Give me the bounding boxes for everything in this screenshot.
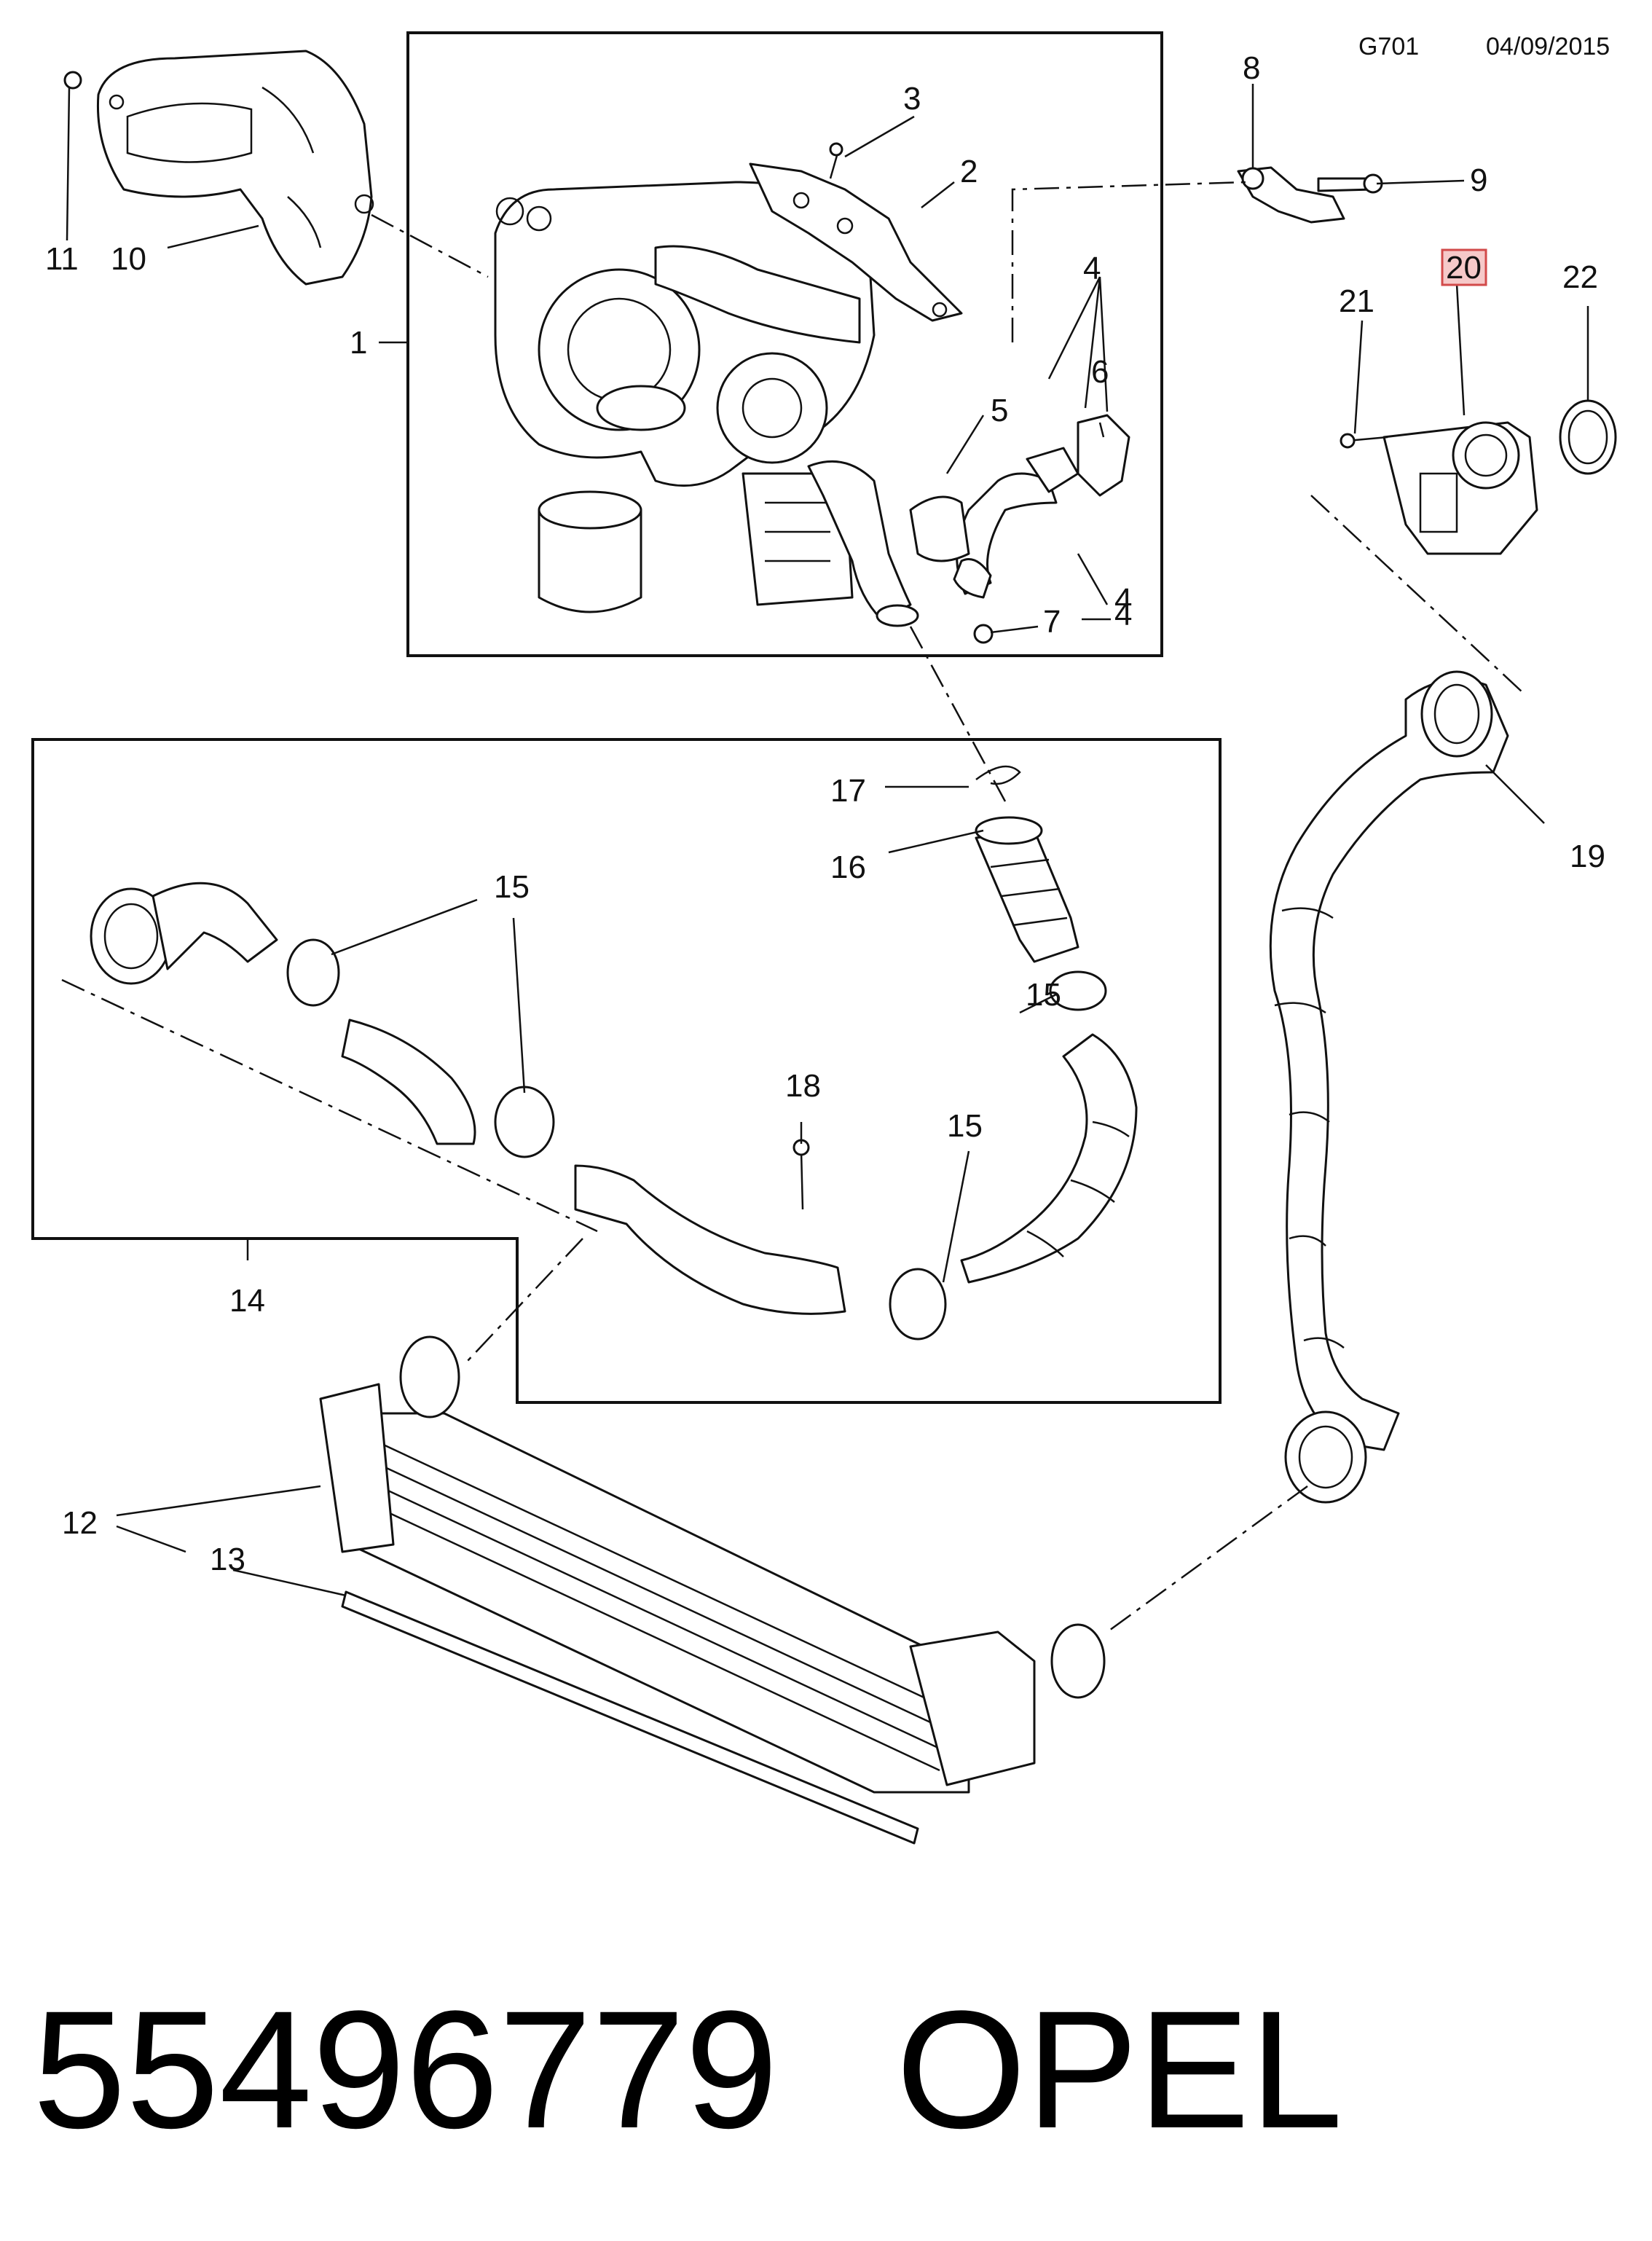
throttle-body-part (1340, 399, 1617, 555)
coupling-part-16-17-18 (792, 765, 1079, 1210)
hose-assembly-part-14 (90, 882, 1138, 1341)
callout-17: 17 (830, 773, 866, 809)
callout-15-top: 15 (1026, 977, 1061, 1013)
callout-7: 7 (1043, 604, 1061, 640)
callout-20-highlight (1441, 248, 1487, 286)
turbo-outlet-pipe-part (807, 460, 919, 627)
bracket-part-2 (749, 142, 963, 322)
hose-part-19 (1269, 670, 1509, 1504)
callout-6: 6 (1091, 354, 1109, 390)
callout-18: 18 (785, 1068, 821, 1104)
callout-13: 13 (210, 1542, 245, 1577)
diagram-date: 04/09/2015 (1486, 33, 1610, 60)
callout-15-right: 15 (947, 1108, 983, 1144)
callout-8: 8 (1243, 50, 1260, 86)
callout-12: 12 (62, 1505, 98, 1541)
assembly-lines (61, 181, 1523, 1633)
callout-21: 21 (1339, 283, 1374, 319)
intercooler-part-12 (319, 1335, 1106, 1845)
callout-1: 1 (350, 325, 367, 361)
bracket-part-8-9 (1237, 166, 1383, 224)
callout-4-bottom: 4 (1114, 597, 1132, 632)
part-number: 55496779 (33, 1976, 778, 2163)
callout-3: 3 (903, 81, 921, 117)
turbocharger-part (494, 181, 876, 613)
callout-14: 14 (229, 1283, 265, 1319)
callout-9: 9 (1470, 162, 1487, 198)
diagram-code: G701 (1358, 33, 1419, 60)
bolt-part-11 (63, 71, 82, 241)
heat-shield-part (96, 50, 374, 286)
leader-lines (116, 84, 1589, 1597)
callout-5: 5 (991, 393, 1008, 428)
callout-10: 10 (111, 241, 146, 277)
callout-22: 22 (1562, 259, 1598, 295)
brand-name: OPEL (896, 1976, 1343, 2163)
callout-11: 11 (45, 241, 79, 277)
callout-15-left: 15 (494, 869, 530, 905)
turbo-assembly-frame (406, 31, 1163, 657)
hose-assembly-frame (31, 738, 1222, 1404)
oil-pipe-part (909, 414, 1130, 644)
callout-2: 2 (960, 154, 978, 189)
callout-20: 20 (1446, 250, 1482, 286)
callout-16: 16 (830, 849, 866, 885)
callout-4-lower: 4 (1114, 582, 1132, 618)
callout-19: 19 (1570, 839, 1605, 874)
callout-4-upper: 4 (1083, 251, 1101, 286)
